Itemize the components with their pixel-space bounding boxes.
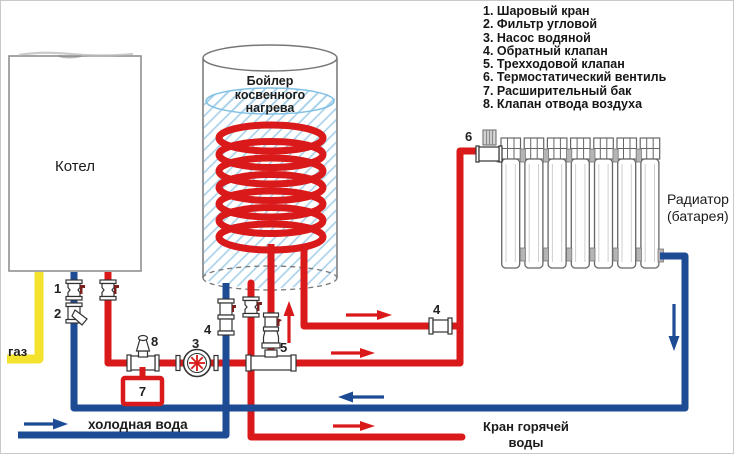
tank-label-line: Бойлер xyxy=(246,74,294,88)
water-level-ellipse xyxy=(205,87,335,115)
thermostatic-valve-icon xyxy=(475,129,503,163)
ball-valve-icon xyxy=(242,296,263,318)
hot-water-pipe xyxy=(247,279,466,441)
hot-tap-label-line: Кран горячей xyxy=(483,419,569,434)
marker-1: 1 xyxy=(54,281,62,296)
heating-coil xyxy=(215,121,327,254)
tank-label: Бойлер косвенного нагрева xyxy=(203,74,337,116)
flow-arrow-hotwater-right xyxy=(333,421,375,431)
supply-pipe xyxy=(104,147,480,367)
legend-item: 5. Трехходовой клапан xyxy=(483,57,625,72)
flow-arrow-coilreturn-right xyxy=(346,310,392,320)
coil-return-pipe xyxy=(300,244,458,330)
radiator-label-line: (батарея) xyxy=(667,208,729,224)
marker-4a: 4 xyxy=(204,322,212,337)
boiler-outline xyxy=(8,51,142,272)
gas-label: газ xyxy=(8,344,28,359)
tee-fitting xyxy=(126,350,160,372)
cold-water-label: холодная вода xyxy=(88,417,188,432)
radiator xyxy=(496,137,664,269)
return-pipe xyxy=(70,252,689,412)
gas-pipe xyxy=(7,272,44,364)
three-way-valve-icon xyxy=(261,312,282,349)
check-valve-icon xyxy=(428,317,453,335)
legend-item: 4. Обратный клапан xyxy=(483,43,608,58)
ball-valve-icon xyxy=(99,279,120,301)
legend-item: 3. Насос водяной xyxy=(483,30,591,45)
radiator-label: Радиатор (батарея) xyxy=(667,191,729,225)
marker-7: 7 xyxy=(138,384,147,399)
check-valve-icon xyxy=(217,298,236,336)
angle-filter-icon xyxy=(65,302,88,326)
watermark-smudge xyxy=(18,51,134,57)
hot-water-tap-label: Кран горячей воды xyxy=(466,419,586,451)
tank-label-line: нагрева xyxy=(245,101,295,115)
flow-arrow-coil-up xyxy=(283,301,295,343)
marker-3: 3 xyxy=(192,336,200,351)
flow-arrow-supply-right xyxy=(331,348,375,358)
hot-tap-label-line: воды xyxy=(508,435,544,450)
pump-icon xyxy=(175,348,219,378)
radiator-label-line: Радиатор xyxy=(667,191,729,207)
legend: 1. Шаровый кран 2. Фильтр угловой 3. Нас… xyxy=(483,4,667,112)
flow-arrow-cold-right xyxy=(24,418,68,430)
air-vent-icon xyxy=(135,334,151,352)
marker-5: 5 xyxy=(280,340,288,355)
marker-8: 8 xyxy=(151,334,159,349)
expansion-tank xyxy=(120,375,165,407)
legend-item: 6. Термостатический вентиль xyxy=(483,70,667,85)
marker-2: 2 xyxy=(54,306,62,321)
legend-item: 1. Шаровый кран xyxy=(483,4,590,18)
legend-item: 7. Расширительный бак xyxy=(483,83,632,98)
flow-arrow-return-left xyxy=(338,391,384,403)
ball-valve-icon xyxy=(65,279,86,301)
marker-6: 6 xyxy=(465,129,473,144)
marker-4b: 4 xyxy=(433,302,441,317)
legend-item: 2. Фильтр угловой xyxy=(483,17,598,32)
boiler-label: Котел xyxy=(54,158,96,175)
flow-arrow-radiator-down xyxy=(668,304,680,351)
tee-fitting xyxy=(245,349,297,372)
legend-item: 8. Клапан отвода воздуха xyxy=(483,97,643,112)
tank-label-line: косвенного xyxy=(234,87,306,102)
